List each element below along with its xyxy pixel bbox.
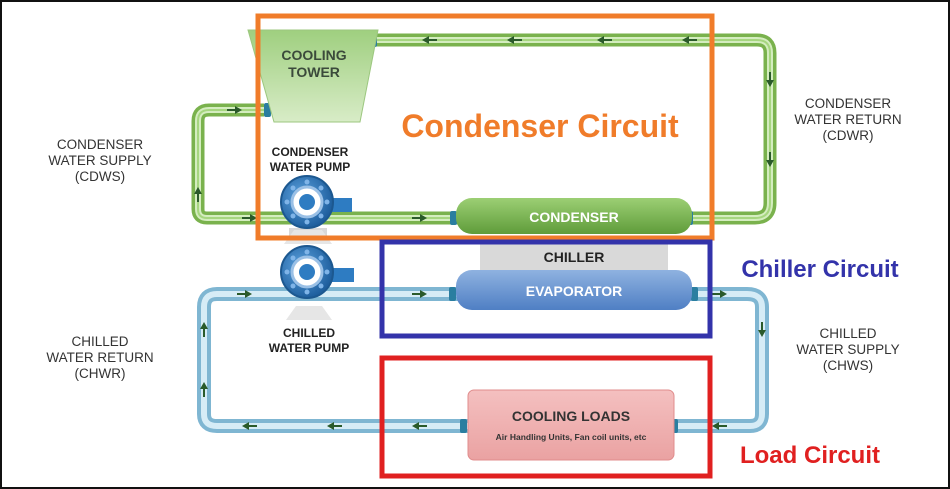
label-chws: CHILLED WATER SUPPLY (CHWS) bbox=[796, 326, 899, 373]
chilled-pump-label-line2: WATER PUMP bbox=[269, 341, 349, 355]
condenser-circuit-label: Condenser Circuit bbox=[401, 108, 679, 144]
cdws-line2: WATER SUPPLY bbox=[48, 153, 151, 168]
cooling-loads-label: COOLING LOADS bbox=[512, 408, 630, 424]
chwr-line3: (CHWR) bbox=[75, 366, 126, 381]
chilled-water-pump bbox=[280, 245, 354, 320]
cdws-line3: (CDWS) bbox=[75, 169, 125, 184]
load-circuit-box bbox=[379, 355, 713, 479]
evaporator-label: EVAPORATOR bbox=[526, 283, 622, 299]
cooling-tower-label-line2: TOWER bbox=[288, 64, 340, 80]
cdws-line1: CONDENSER bbox=[57, 137, 144, 152]
chwr-line1: CHILLED bbox=[71, 334, 128, 349]
chiller-body bbox=[480, 242, 668, 274]
label-cdws: CONDENSER WATER SUPPLY (CDWS) bbox=[48, 137, 151, 184]
condenser-pump-label-line1: CONDENSER bbox=[272, 145, 349, 159]
cooling-tower-label-line1: COOLING bbox=[281, 47, 346, 63]
chws-line3: (CHWS) bbox=[823, 358, 873, 373]
evaporator-vessel: EVAPORATOR bbox=[456, 270, 692, 310]
cdwr-line2: WATER RETURN bbox=[794, 112, 901, 127]
chilled-pump-label-line1: CHILLED bbox=[283, 326, 335, 340]
chiller-circuit-box bbox=[379, 239, 713, 339]
cdwr-line3: (CDWR) bbox=[823, 128, 874, 143]
chilled-water-loop bbox=[197, 287, 769, 433]
label-cdwr: CONDENSER WATER RETURN (CDWR) bbox=[794, 96, 901, 143]
chws-line2: WATER SUPPLY bbox=[796, 342, 899, 357]
chiller-circuit-label: Chiller Circuit bbox=[741, 256, 898, 283]
condenser-pump-label-line2: WATER PUMP bbox=[270, 160, 350, 174]
cdwr-line1: CONDENSER bbox=[805, 96, 892, 111]
chws-line1: CHILLED bbox=[819, 326, 876, 341]
chiller-label: CHILLER bbox=[544, 249, 605, 265]
chwr-line2: WATER RETURN bbox=[46, 350, 153, 365]
condenser-water-pump bbox=[280, 175, 352, 244]
label-chwr: CHILLED WATER RETURN (CHWR) bbox=[46, 334, 153, 381]
load-circuit-label: Load Circuit bbox=[740, 442, 880, 469]
condenser-label: CONDENSER bbox=[529, 209, 618, 225]
cooling-tower: COOLING TOWER bbox=[247, 29, 379, 123]
cooling-loads-sublabel: Air Handling Units, Fan coil units, etc bbox=[496, 432, 647, 442]
condenser-vessel: CONDENSER bbox=[456, 198, 692, 234]
cooling-loads-unit: COOLING LOADS Air Handling Units, Fan co… bbox=[467, 389, 675, 461]
condenser-circuit-box bbox=[255, 13, 715, 241]
flow-arrows bbox=[194, 36, 774, 430]
